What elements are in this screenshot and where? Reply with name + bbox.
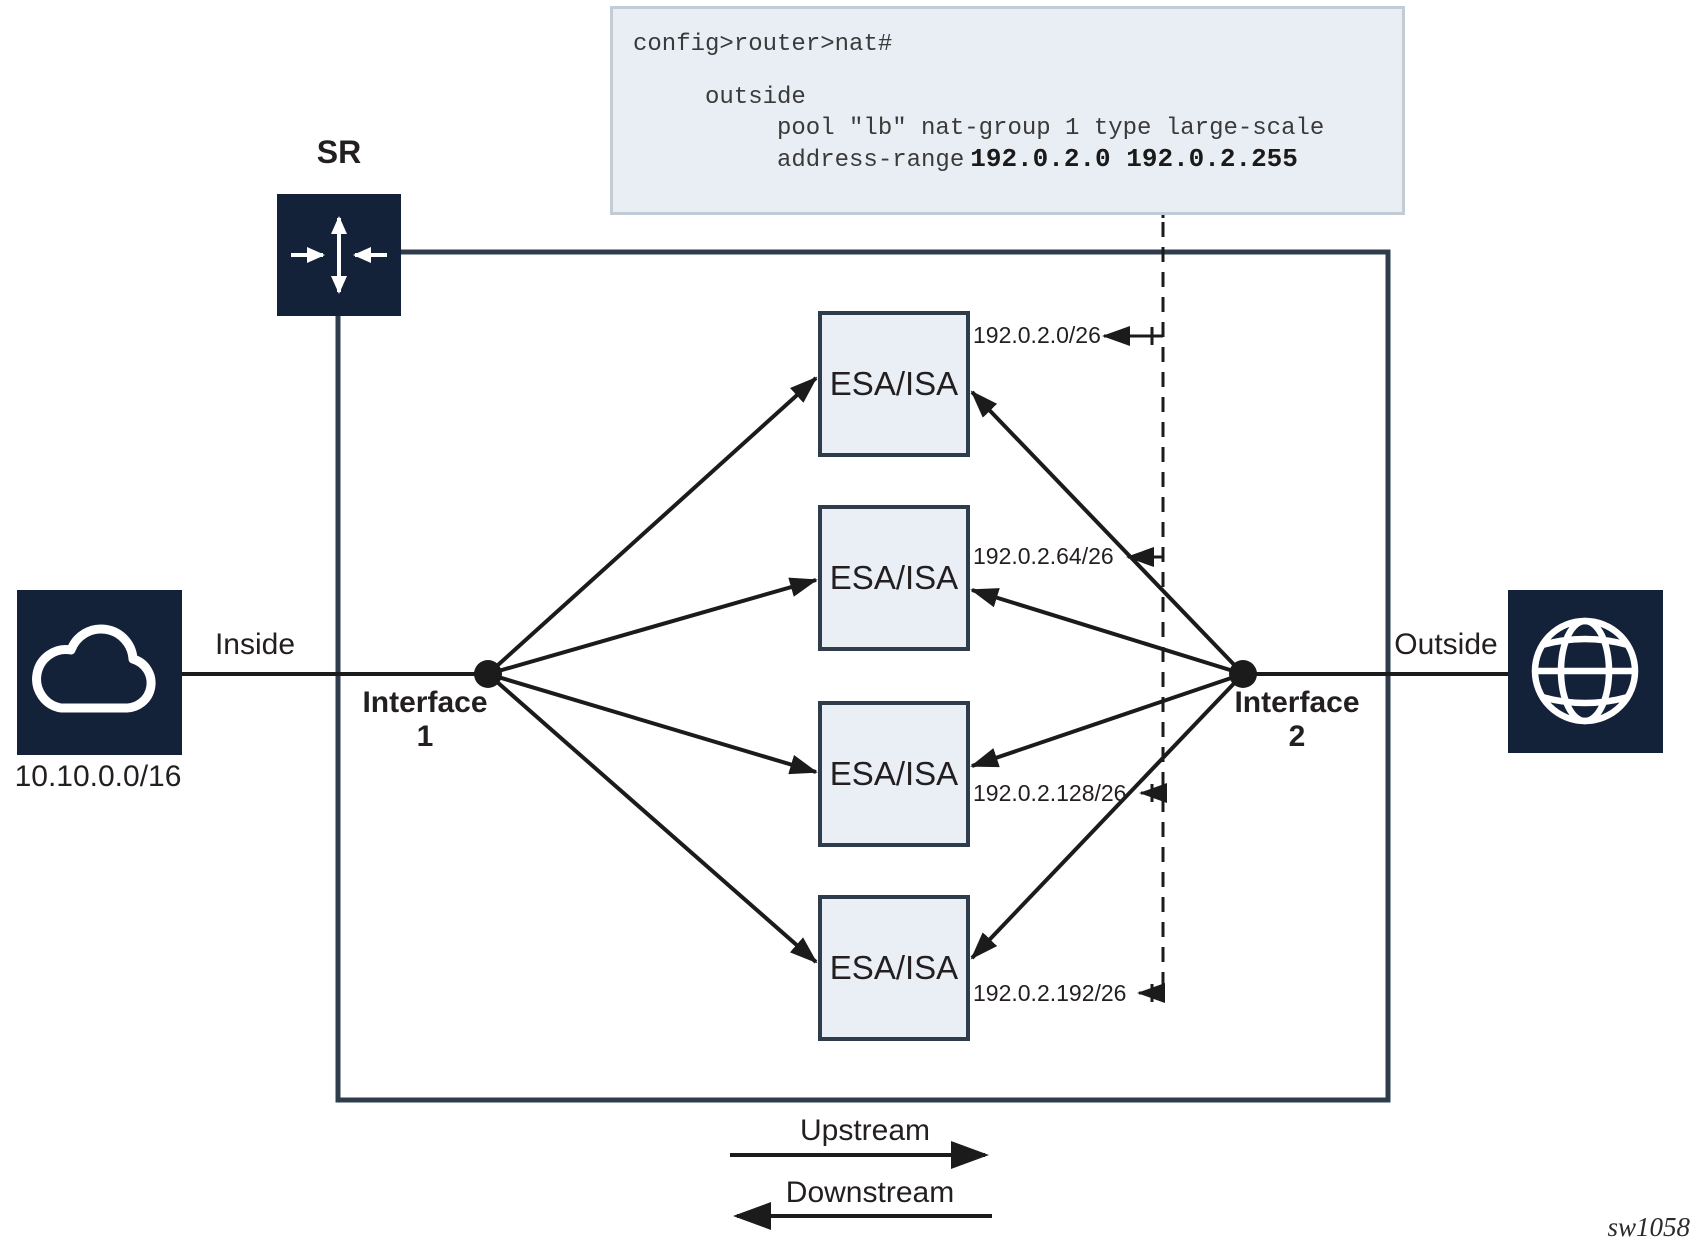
upstream-label: Upstream bbox=[799, 1114, 931, 1147]
sr-router-node bbox=[277, 194, 401, 316]
esa-isa-box-4: ESA/ISA bbox=[818, 895, 970, 1041]
downstream-label: Downstream bbox=[785, 1176, 955, 1209]
subnet-label-2: 192.0.2.64/26 bbox=[973, 543, 1114, 569]
subnet-pointer-arrows bbox=[1102, 326, 1167, 1003]
cloud-icon bbox=[32, 624, 156, 713]
interface2-label: Interface 2 bbox=[1234, 686, 1360, 753]
inside-network-label: 10.10.0.0/16 bbox=[14, 760, 182, 793]
inside-network-node bbox=[17, 590, 182, 755]
sr-label: SR bbox=[316, 134, 362, 170]
interface1-label: Interface 1 bbox=[362, 686, 488, 753]
cli-outside-line: outside bbox=[705, 84, 806, 111]
cli-config-panel: config>router>nat# outside pool "lb" nat… bbox=[610, 6, 1405, 215]
subnet-label-1: 192.0.2.0/26 bbox=[973, 322, 1101, 348]
cli-prompt: config>router>nat# bbox=[633, 31, 893, 58]
esa-isa-box-2: ESA/ISA bbox=[818, 505, 970, 651]
outside-label: Outside bbox=[1394, 628, 1498, 661]
subnet-label-3: 192.0.2.128/26 bbox=[973, 780, 1127, 806]
figure-id: sw1058 bbox=[1607, 1212, 1690, 1242]
interface1-to-esa-arrows bbox=[486, 376, 818, 964]
esa-isa-box-3: ESA/ISA bbox=[818, 701, 970, 847]
globe-icon bbox=[1531, 617, 1639, 725]
esa-isa-box-1: ESA/ISA bbox=[818, 311, 970, 457]
cli-pool-line: pool "lb" nat-group 1 type large-scale bbox=[777, 115, 1325, 142]
router-icon bbox=[291, 216, 387, 294]
address-range-value: 192.0.2.0 192.0.2.255 bbox=[970, 144, 1298, 174]
inside-label: Inside bbox=[214, 628, 296, 661]
internet-node bbox=[1508, 590, 1663, 753]
interface2-to-esa-arrows bbox=[970, 390, 1245, 960]
router-boundary-rect bbox=[335, 249, 1391, 1103]
subnet-label-4: 192.0.2.192/26 bbox=[973, 980, 1127, 1006]
